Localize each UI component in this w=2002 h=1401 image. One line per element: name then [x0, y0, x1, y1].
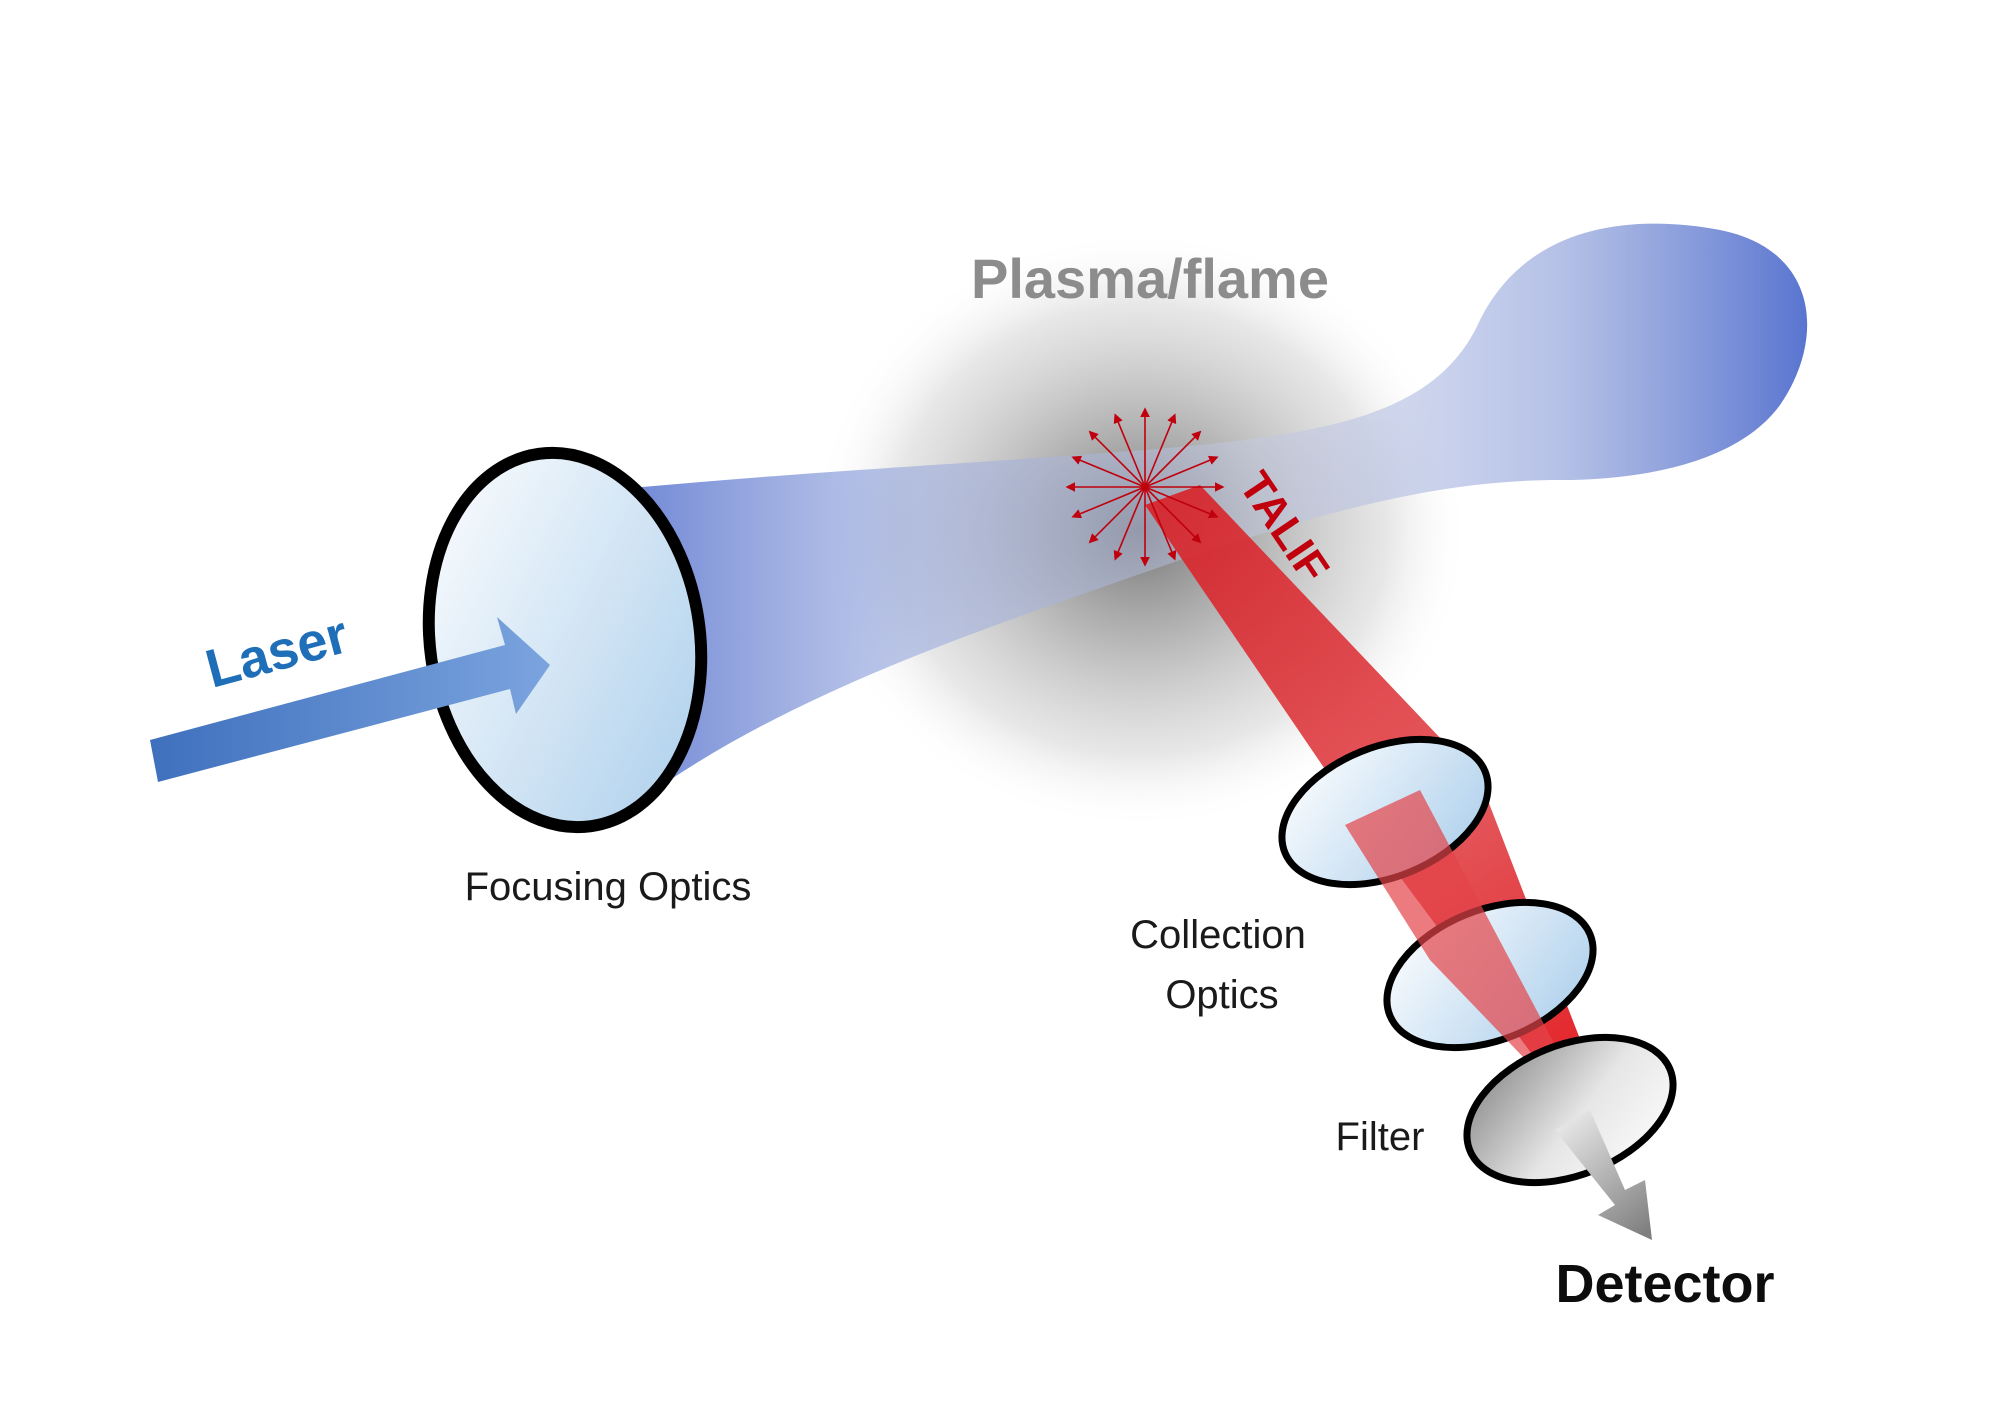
focusing-lens [422, 446, 708, 834]
filter-label: Filter [1336, 1115, 1425, 1159]
laser-label: Laser [200, 604, 355, 699]
starburst-icon [1065, 407, 1225, 567]
plasma-label: Plasma/flame [971, 247, 1329, 310]
starburst-ray [1144, 486, 1202, 544]
collection-optics-label-line2: Optics [1165, 973, 1278, 1017]
down-right-arrow-icon [1555, 1110, 1652, 1240]
starburst-ray [1088, 486, 1146, 544]
collection-optics-label-line1: Collection [1130, 913, 1306, 957]
right-arrow-icon [150, 617, 550, 782]
starburst-ray [1144, 486, 1219, 519]
starburst-ray [1113, 413, 1146, 488]
fluorescence-beam-through-lenses [1345, 790, 1585, 1085]
starburst-ray [1113, 486, 1146, 561]
starburst-ray [1144, 430, 1202, 488]
detector-label: Detector [1555, 1254, 1774, 1314]
starburst-ray [1144, 486, 1177, 561]
starburst-ray [1088, 430, 1146, 488]
starburst-ray [1144, 455, 1219, 488]
starburst-ray [1071, 455, 1146, 488]
starburst-ray [1144, 413, 1177, 488]
focusing-optics-label: Focusing Optics [465, 865, 752, 909]
starburst-ray [1071, 486, 1146, 519]
